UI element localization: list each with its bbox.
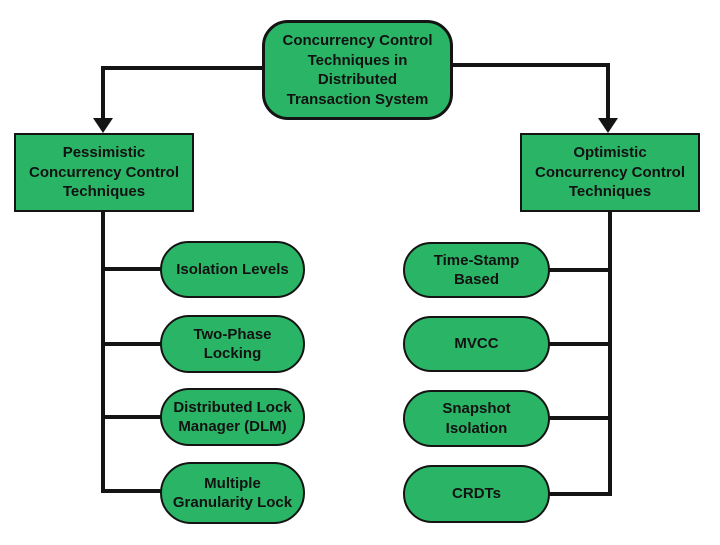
stub-isolation-levels [101, 267, 162, 271]
root-node-concurrency-control: Concurrency Control Techniques in Distri… [262, 20, 453, 120]
trunk-optimistic [608, 211, 612, 496]
stub-two-phase-locking [101, 342, 162, 346]
stub-crdts [548, 492, 610, 496]
branch-node-optimistic: Optimistic Concurrency Control Technique… [520, 133, 700, 212]
connector-root-to-pessimistic-vertical [101, 66, 105, 120]
leaf-node-multiple-granularity-lock: Multiple Granularity Lock [160, 462, 305, 524]
trunk-pessimistic [101, 211, 105, 493]
connector-root-to-optimistic-horizontal [453, 63, 610, 67]
stub-snapshot-isolation [548, 416, 610, 420]
stub-mvcc [548, 342, 610, 346]
leaf-node-mvcc: MVCC [403, 316, 550, 372]
leaf-node-isolation-levels: Isolation Levels [160, 241, 305, 298]
arrowhead-pessimistic [93, 118, 113, 133]
leaf-node-distributed-lock-manager: Distributed Lock Manager (DLM) [160, 388, 305, 446]
leaf-node-time-stamp-based: Time-Stamp Based [403, 242, 550, 298]
leaf-node-crdts: CRDTs [403, 465, 550, 523]
leaf-node-snapshot-isolation: Snapshot Isolation [403, 390, 550, 447]
leaf-node-two-phase-locking: Two-Phase Locking [160, 315, 305, 373]
connector-root-to-pessimistic-horizontal [103, 66, 262, 70]
connector-root-to-optimistic-vertical [606, 63, 610, 120]
branch-node-pessimistic: Pessimistic Concurrency Control Techniqu… [14, 133, 194, 212]
stub-distributed-lock-manager [101, 415, 162, 419]
stub-time-stamp-based [548, 268, 610, 272]
stub-multiple-granularity-lock [101, 489, 162, 493]
arrowhead-optimistic [598, 118, 618, 133]
